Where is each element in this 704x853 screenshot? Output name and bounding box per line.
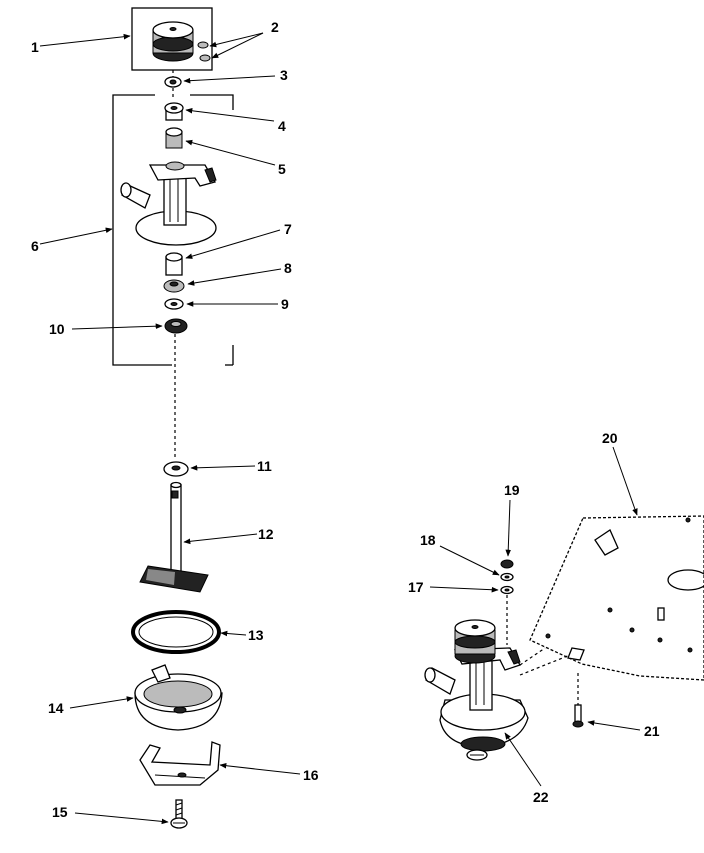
- bushing-4: [164, 102, 184, 121]
- housing-6: [120, 161, 217, 246]
- pulley-screws: [197, 41, 211, 62]
- cap-14: [134, 664, 223, 731]
- label-19: 19: [504, 482, 520, 498]
- assembly-22: [424, 619, 571, 761]
- label-1: 1: [31, 39, 39, 55]
- seal-10: [164, 318, 188, 334]
- label-5: 5: [278, 161, 286, 177]
- label-6: 6: [31, 238, 39, 254]
- label-15: 15: [52, 804, 68, 820]
- label-14: 14: [48, 700, 64, 716]
- label-20: 20: [602, 430, 618, 446]
- label-12: 12: [258, 526, 274, 542]
- pulley-assembly-box: [131, 7, 213, 71]
- label-3: 3: [280, 67, 288, 83]
- shaft-12: [139, 481, 209, 593]
- label-21: 21: [644, 723, 660, 739]
- label-9: 9: [281, 296, 289, 312]
- label-22: 22: [533, 789, 549, 805]
- label-11: 11: [257, 458, 272, 474]
- washer-17: [500, 585, 514, 595]
- nut-19: [500, 559, 514, 569]
- label-7: 7: [284, 221, 292, 237]
- label-17: 17: [408, 579, 424, 595]
- washer-8: [163, 279, 185, 293]
- label-13: 13: [248, 627, 264, 643]
- mounting-plate-20: [529, 515, 704, 681]
- label-8: 8: [284, 260, 292, 276]
- washer-11: [163, 461, 189, 477]
- label-2: 2: [271, 19, 279, 35]
- label-10: 10: [49, 321, 65, 337]
- clip-16: [139, 741, 221, 786]
- spacer-7: [165, 252, 183, 276]
- label-16: 16: [303, 767, 319, 783]
- ring-gasket-13: [131, 610, 221, 654]
- label-4: 4: [278, 118, 286, 134]
- washer-18: [500, 572, 514, 582]
- label-18: 18: [420, 532, 436, 548]
- sleeve-5: [165, 127, 183, 149]
- screw-15: [170, 799, 188, 829]
- housing-bracket-box: [112, 94, 234, 366]
- screw-21: [572, 673, 584, 728]
